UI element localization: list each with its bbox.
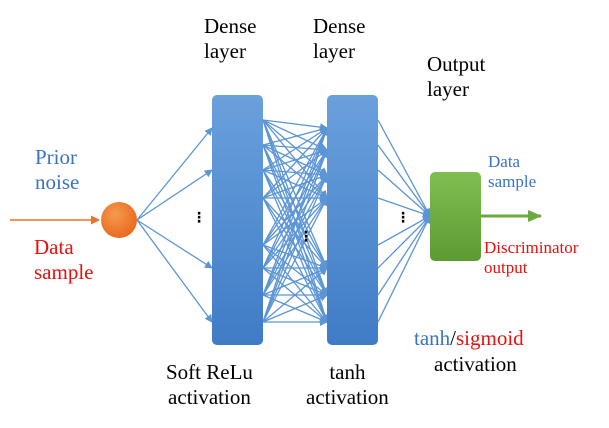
- dense1-to-dense2-arrow: [262, 125, 328, 146]
- output-layer: [430, 172, 481, 261]
- slash-separator: /: [450, 326, 456, 350]
- output-activation-word: activation: [434, 352, 517, 376]
- dense2-to-output-arrow: [377, 215, 431, 269]
- dense1-to-dense2-arrow: [262, 119, 328, 199]
- tanh-label: tanh: [414, 326, 451, 350]
- dense1-to-dense2-arrow: [262, 127, 328, 199]
- sigmoid-label: sigmoid: [456, 326, 524, 350]
- dense1-to-dense2-arrow: [262, 127, 329, 323]
- dense1-to-dense2-arrow: [262, 144, 328, 154]
- dense-layer-1-activation: Soft ReLu activation: [166, 360, 253, 409]
- input-to-dense1-arrow: [136, 169, 213, 221]
- ellipsis-dense2-to-output: ⋮: [396, 210, 410, 226]
- dense1-to-dense2-arrow: [262, 149, 328, 296]
- dense1-to-dense2-arrow: [262, 267, 328, 323]
- dense1-to-dense2-arrow: [262, 294, 328, 323]
- ellipsis-input-to-dense1: ⋮: [192, 210, 206, 226]
- output-layer-title: Output layer: [427, 52, 486, 101]
- dense1-to-dense2-arrow: [262, 119, 328, 269]
- dense2-to-output-arrow: [377, 144, 431, 217]
- output-activation-line: tanh/sigmoid: [414, 326, 524, 351]
- dense2-to-output-arrow: [377, 215, 431, 323]
- dense2-to-output-arrow: [377, 119, 431, 217]
- dense2-to-output-arrow: [377, 197, 431, 218]
- data-sample-output-label: Data sample: [488, 152, 537, 192]
- dense1-to-dense2-arrow: [262, 197, 328, 269]
- dense1-to-dense2-arrow: [262, 127, 328, 171]
- dense2-to-output-arrow: [377, 215, 431, 296]
- dense1-to-dense2-arrow: [262, 244, 328, 323]
- dense1-to-dense2-arrow: [262, 127, 329, 296]
- input-to-dense1-arrow: [136, 219, 213, 269]
- dense1-to-dense2-arrow: [262, 119, 328, 132]
- input-to-dense1-arrow: [136, 219, 213, 323]
- connection-arrows: [136, 119, 431, 326]
- dense1-to-dense2-arrow: [262, 127, 328, 269]
- dense-layer-2-title: Dense layer: [313, 14, 366, 63]
- prior-noise-label: Prior noise: [35, 145, 80, 194]
- dense-layer-2-activation: tanh activation: [306, 360, 389, 409]
- data-sample-input-label: Data sample: [34, 235, 94, 284]
- dense1-to-dense2-arrow: [262, 174, 328, 323]
- dense2-to-output-arrow: [377, 169, 431, 217]
- dense-layer-1: [212, 95, 263, 345]
- dense1-to-dense2-arrow: [262, 144, 328, 269]
- dense1-to-dense2-arrow: [262, 197, 328, 296]
- dense1-to-dense2-arrow: [262, 169, 328, 199]
- dense-layer-1-title: Dense layer: [204, 14, 257, 63]
- dense1-to-dense2-arrow: [262, 149, 328, 269]
- input-node: [101, 202, 137, 238]
- dense1-to-dense2-arrow: [262, 149, 329, 323]
- dense1-to-dense2-arrow: [262, 149, 328, 199]
- dense1-to-dense2-arrow: [262, 127, 328, 246]
- input-to-dense1-arrow: [136, 127, 213, 221]
- discriminator-output-label: Discriminator output: [484, 238, 579, 278]
- dense-layer-2: [327, 95, 378, 345]
- dense2-to-output-arrow: [377, 215, 431, 246]
- dense1-to-dense2-arrow: [262, 119, 328, 151]
- dense1-to-dense2-arrow: [262, 197, 328, 323]
- dense1-to-dense2-arrow: [262, 144, 328, 199]
- dense1-to-dense2-arrow: [262, 148, 328, 171]
- ellipsis-dense1-to-dense2: ⋮: [299, 229, 313, 245]
